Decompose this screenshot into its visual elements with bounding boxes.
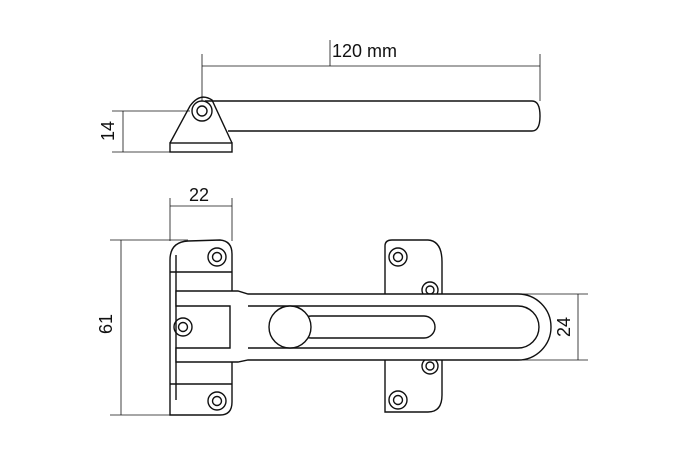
dimension-height-base: 61: [96, 239, 188, 416]
side-view-arm: [205, 100, 541, 132]
front-view-base-plate: [169, 239, 233, 416]
screw-hole-top: [207, 247, 227, 267]
dimension-height-keeper-label: 24: [554, 317, 574, 337]
dimension-width-base-label: 22: [189, 185, 209, 205]
side-view: [169, 96, 541, 153]
dimension-height-side: 14: [98, 110, 190, 153]
screw-hole-middle: [173, 317, 193, 337]
side-view-base-plate: [169, 142, 233, 153]
side-view-pivot-inner: [196, 105, 208, 117]
front-view-swing-arm: [175, 290, 552, 363]
arm-knob: [268, 305, 312, 349]
side-view-bracket: [169, 96, 233, 144]
dimension-length-top: 120 mm: [201, 40, 541, 101]
dimension-height-side-label: 14: [98, 121, 118, 141]
side-view-pivot-outer: [191, 100, 213, 122]
dimension-height-base-label: 61: [96, 314, 116, 334]
dimension-height-keeper: 24: [518, 293, 588, 361]
screw-hole-bottom: [207, 391, 227, 411]
dimension-width-base: 22: [169, 185, 233, 241]
dimension-length-top-label: 120 mm: [332, 41, 397, 61]
